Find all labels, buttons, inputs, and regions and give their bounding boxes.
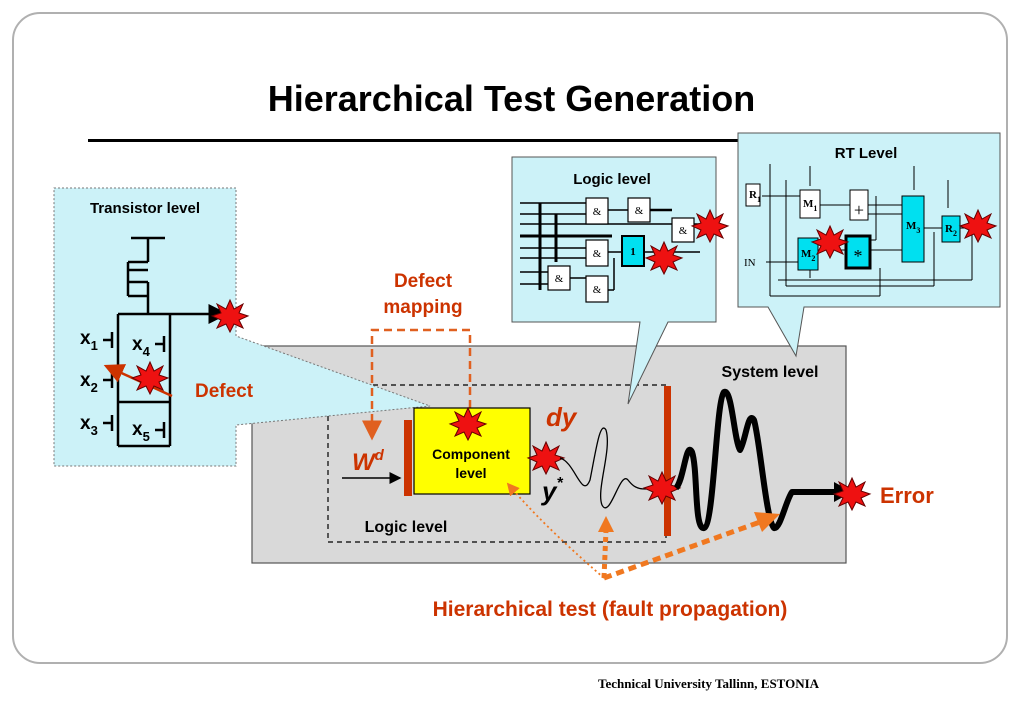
defect-mapping-line1: Defect [394,271,453,292]
slide-title: Hierarchical Test Generation [267,78,756,119]
propagation-arrow-waveform [601,529,609,579]
transistor-schematic [103,236,218,448]
fault-star-logic-output [691,209,729,243]
wd-label: Wd [352,447,385,476]
system-level-label: System level [722,364,819,381]
transistor-level-label: Transistor level [90,200,200,217]
thin-waveform [559,427,663,509]
component-input-bar [404,420,412,496]
svg-text:M1: M1 [803,198,817,213]
input-x2-label: x2 [80,370,98,395]
fault-star-transistor-output [211,299,249,333]
svg-text:M2: M2 [801,248,815,263]
gate-label: 1 [630,246,636,258]
highlighted-or-gate [621,235,645,267]
svg-text:R2: R2 [945,223,957,238]
gate-label: & [635,205,644,217]
defect-mapping-arrow [362,328,472,441]
logic-callout-label: Logic level [573,171,651,188]
system-output-bar [664,386,671,536]
fault-star-component-output [527,441,565,475]
rt-adder-symbol: + [854,200,864,220]
input-x3-label: x3 [80,413,98,438]
defect-mapping-line2: mapping [383,297,462,318]
fault-star-system [643,471,681,505]
inner-logic-level-label: Logic level [365,519,448,536]
fault-star-rt-output [959,209,997,243]
rt-level-callout: RT Level [737,132,1001,358]
defect-label: Defect [195,381,254,402]
component-label-line1: Component [432,446,510,462]
rt-mux-m3 [901,195,925,263]
rt-register-r1 [745,183,761,207]
input-x5-label: x5 [132,419,150,444]
rt-multiplier [844,234,872,270]
gate-label: & [593,284,602,296]
gate-label: & [593,248,602,260]
gate-label: & [679,225,688,237]
input-x1-label: x1 [80,328,98,353]
fault-star-rt-mux [811,225,849,259]
rt-multiplier-symbol: * [854,246,863,266]
svg-text:R1: R1 [749,189,761,204]
rt-callout-label: RT Level [835,145,898,162]
fault-star-logic-gate [645,241,683,275]
footer-text: Technical University Tallinn, ESTONIA [598,676,820,691]
svg-text:M3: M3 [906,220,920,235]
rt-input-label: IN [744,257,756,269]
fault-star-component-top [449,407,487,441]
ystar-label: y* [540,475,563,506]
transistor-callout: Transistor level x1 x2 x3 x4 x5 [53,187,431,467]
rt-mux-m1 [799,189,821,219]
defect-star-transistor [131,361,169,395]
gate-label: & [593,206,602,218]
rt-register-r2 [941,215,961,243]
fault-star-error [833,477,871,511]
gate-label: & [555,273,564,285]
title-underline [88,139,748,142]
propagation-arrow-component [506,482,605,579]
dy-label: dy [546,402,578,432]
error-label: Error [880,483,934,508]
rt-adder [849,189,869,221]
propagation-arrow-system [603,519,761,581]
logic-level-callout: Logic level [511,156,729,405]
input-x4-label: x4 [132,334,151,359]
component-label-line2: level [455,465,486,481]
hierarchical-test-label: Hierarchical test (fault propagation) [433,598,788,621]
